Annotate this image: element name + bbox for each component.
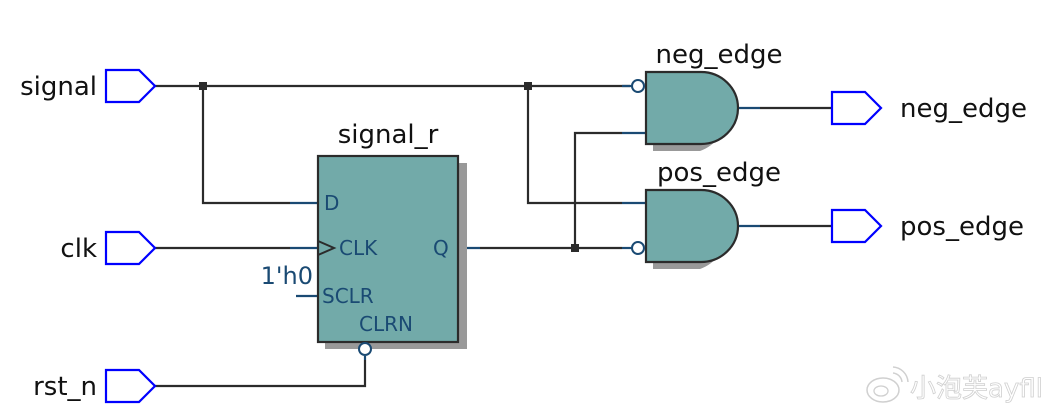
- and-gate-body: [644, 70, 740, 146]
- port-arrow-icon: [830, 90, 883, 126]
- port-label: neg_edge: [900, 94, 1027, 124]
- output-port-pos-edge[interactable]: pos_edge: [830, 208, 1024, 244]
- register-instance-label: signal_r: [338, 120, 439, 150]
- and-gate-pos-edge[interactable]: pos_edge: [631, 158, 781, 269]
- port-label: pos_edge: [900, 212, 1024, 242]
- port-label: signal: [20, 72, 97, 102]
- pin-label-clrn: CLRN: [359, 312, 413, 336]
- junction-q: [571, 244, 579, 252]
- watermark: 小泡芙ayfll: [866, 366, 1043, 404]
- junction-signal-1: [199, 82, 207, 90]
- pin-label-sclr: SCLR: [322, 284, 374, 308]
- input-port-signal[interactable]: signal: [20, 68, 157, 104]
- port-arrow-icon: [830, 208, 883, 244]
- weibo-icon: [866, 366, 909, 403]
- wire-q-to-neg-edge[interactable]: [573, 131, 622, 248]
- gate-instance-label: neg_edge: [656, 40, 783, 70]
- and-gate-neg-edge[interactable]: neg_edge: [631, 40, 783, 151]
- register-signal-r[interactable]: signal_r D CLK SCLR CLRN Q 1'h0: [261, 120, 467, 356]
- input-inversion-bubble: [631, 241, 645, 255]
- wire-rst-n[interactable]: [155, 360, 367, 388]
- watermark-text: 小泡芙ayfll: [910, 374, 1043, 404]
- wire-signal-to-pos-edge[interactable]: [526, 86, 622, 205]
- pin-label-clk: CLK: [339, 236, 378, 260]
- pin-label-d: D: [324, 191, 339, 215]
- pin-label-q: Q: [433, 236, 449, 260]
- junction-signal-2: [524, 82, 532, 90]
- output-port-neg-edge[interactable]: neg_edge: [830, 90, 1027, 126]
- input-inversion-bubble: [631, 79, 645, 93]
- port-arrow-icon: [104, 68, 157, 104]
- port-arrow-icon: [104, 230, 157, 266]
- sclr-constant: 1'h0: [261, 262, 313, 290]
- port-label: clk: [60, 234, 97, 264]
- register-body: [316, 154, 460, 344]
- input-port-rst-n[interactable]: rst_n: [33, 368, 157, 404]
- and-gate-body: [644, 188, 740, 264]
- clock-edge-icon: [317, 240, 337, 256]
- clrn-inversion-bubble: [358, 342, 372, 356]
- port-arrow-icon: [104, 368, 157, 404]
- gate-instance-label: pos_edge: [657, 158, 781, 188]
- input-port-clk[interactable]: clk: [60, 230, 157, 266]
- port-label: rst_n: [33, 372, 97, 402]
- wire-signal-to-d[interactable]: [201, 86, 290, 205]
